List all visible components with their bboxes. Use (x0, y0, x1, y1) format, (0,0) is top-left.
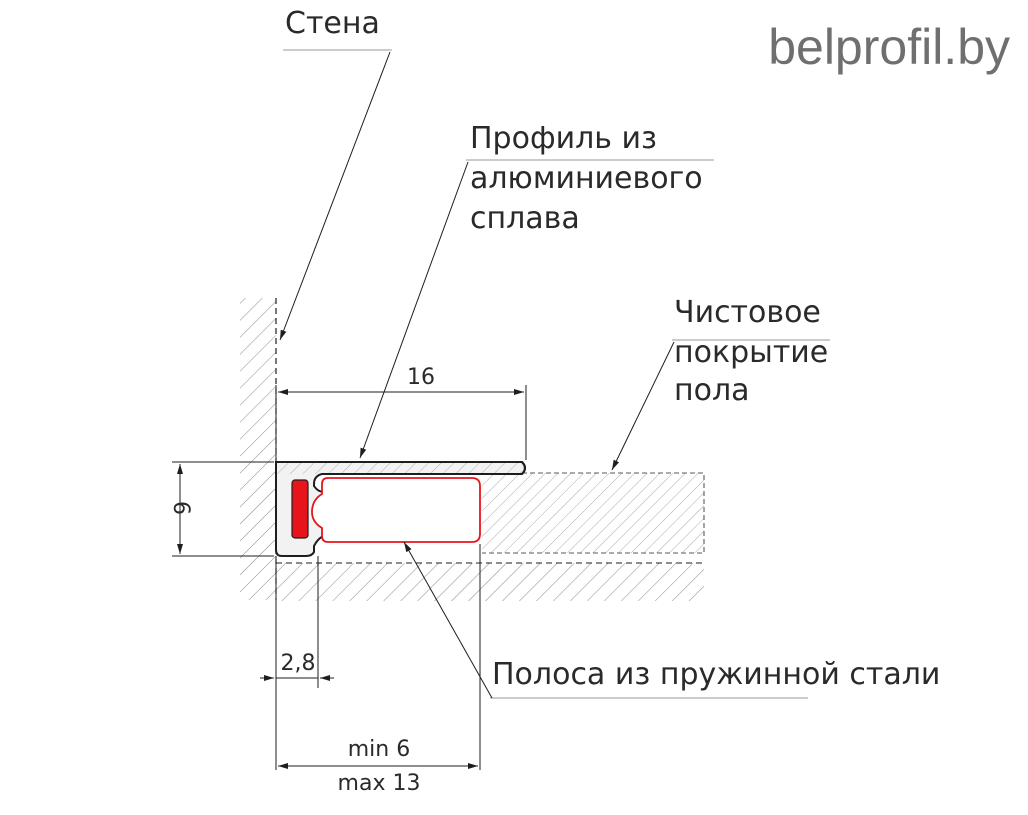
label-floor-line2: покрытие (674, 335, 828, 370)
label-profile-line2: алюминиевого (470, 161, 703, 196)
dim-width: 16 (407, 365, 435, 390)
leader-lines (279, 49, 830, 699)
label-floor-line1: Чистовое (674, 295, 821, 330)
rubber-gasket (291, 479, 309, 539)
dim-max: max 13 (338, 771, 421, 796)
spring-steel-strip (311, 477, 481, 543)
label-spring-strip: Полоса из пружинной стали (492, 657, 940, 692)
subfloor-section (276, 562, 704, 601)
dimension-lines (172, 385, 527, 770)
wall-section (240, 298, 277, 600)
label-profile-line3: сплава (470, 201, 580, 236)
dim-height: 6 (168, 501, 193, 515)
floor-finish-section (482, 472, 705, 554)
dim-min: min 6 (348, 737, 410, 762)
dim-slot: 2,8 (281, 651, 316, 676)
label-wall: Стена (285, 6, 380, 41)
label-profile-line1: Профиль из (470, 121, 657, 156)
label-floor-line3: пола (674, 373, 750, 408)
brand-logo-text: belprofil.by (768, 19, 1010, 75)
